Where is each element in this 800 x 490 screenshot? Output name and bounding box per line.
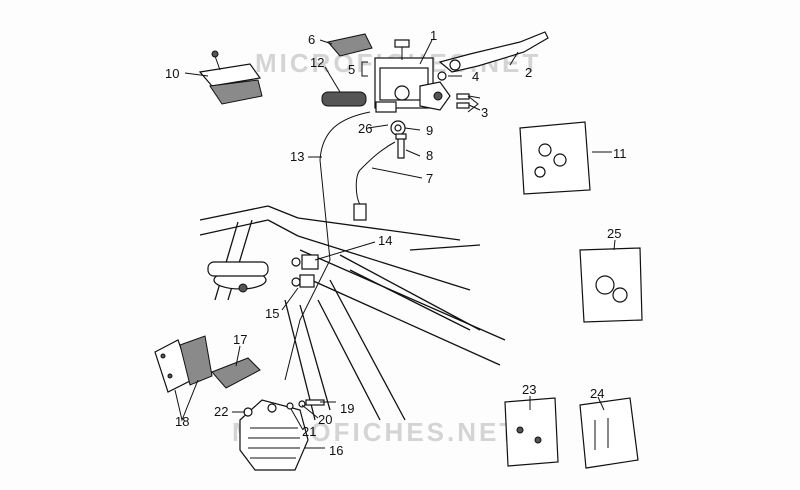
callout-20: 20 — [318, 412, 332, 427]
callout-18: 18 — [175, 414, 189, 429]
banjo-bolt — [395, 133, 407, 159]
callout-3: 3 — [481, 105, 488, 120]
brake-switch-connector — [353, 203, 367, 221]
callout-25: 25 — [607, 226, 621, 241]
callout-11: 11 — [613, 146, 627, 161]
callout-24: 24 — [590, 386, 604, 401]
brake-caliper — [239, 399, 309, 471]
callout-10: 10 — [165, 66, 179, 81]
screw-kit-a — [504, 397, 559, 467]
hose-clip — [291, 254, 319, 270]
callout-15: 15 — [265, 306, 279, 321]
brake-lever — [438, 31, 549, 73]
callout-4: 4 — [472, 69, 479, 84]
callout-7: 7 — [426, 171, 433, 186]
caliper-bolt-washer — [286, 399, 325, 410]
master-cylinder-repair-kit — [519, 121, 591, 195]
callout-8: 8 — [426, 148, 433, 163]
mounting-clamp-screws — [456, 93, 481, 111]
callout-22: 22 — [214, 404, 228, 419]
callout-17: 17 — [233, 332, 247, 347]
callout-26: 26 — [358, 121, 372, 136]
brake-light-switch-wire — [355, 141, 396, 206]
reservoir-rubber-boot — [198, 50, 263, 105]
reservoir-cap-screw — [394, 39, 410, 60]
grip — [321, 91, 367, 107]
brake-pads — [154, 335, 213, 393]
callout-14: 14 — [378, 233, 392, 248]
callout-16: 16 — [329, 443, 343, 458]
lever-pivot-bolt — [437, 71, 447, 81]
callout-5: 5 — [348, 62, 355, 77]
pad-spring — [211, 357, 261, 389]
bleed-valve — [243, 407, 253, 417]
hose-guide — [291, 274, 315, 288]
callout-6: 6 — [308, 32, 315, 47]
screw-kit-b — [579, 397, 639, 469]
callout-9: 9 — [426, 123, 433, 138]
callout-2: 2 — [525, 65, 532, 80]
caliper-seal-kit — [579, 247, 643, 323]
callout-21: 21 — [302, 424, 316, 439]
callout-13: 13 — [290, 149, 304, 164]
leader-lines — [174, 39, 616, 449]
callout-12: 12 — [310, 55, 324, 70]
lever-rubber-cover — [327, 33, 373, 57]
banjo-union — [390, 120, 406, 136]
callout-23: 23 — [522, 382, 536, 397]
brake-hose — [284, 111, 371, 381]
callout-19: 19 — [340, 401, 354, 416]
frame-tubes — [199, 205, 506, 421]
callout-1: 1 — [430, 28, 437, 43]
master-cylinder — [374, 57, 451, 113]
